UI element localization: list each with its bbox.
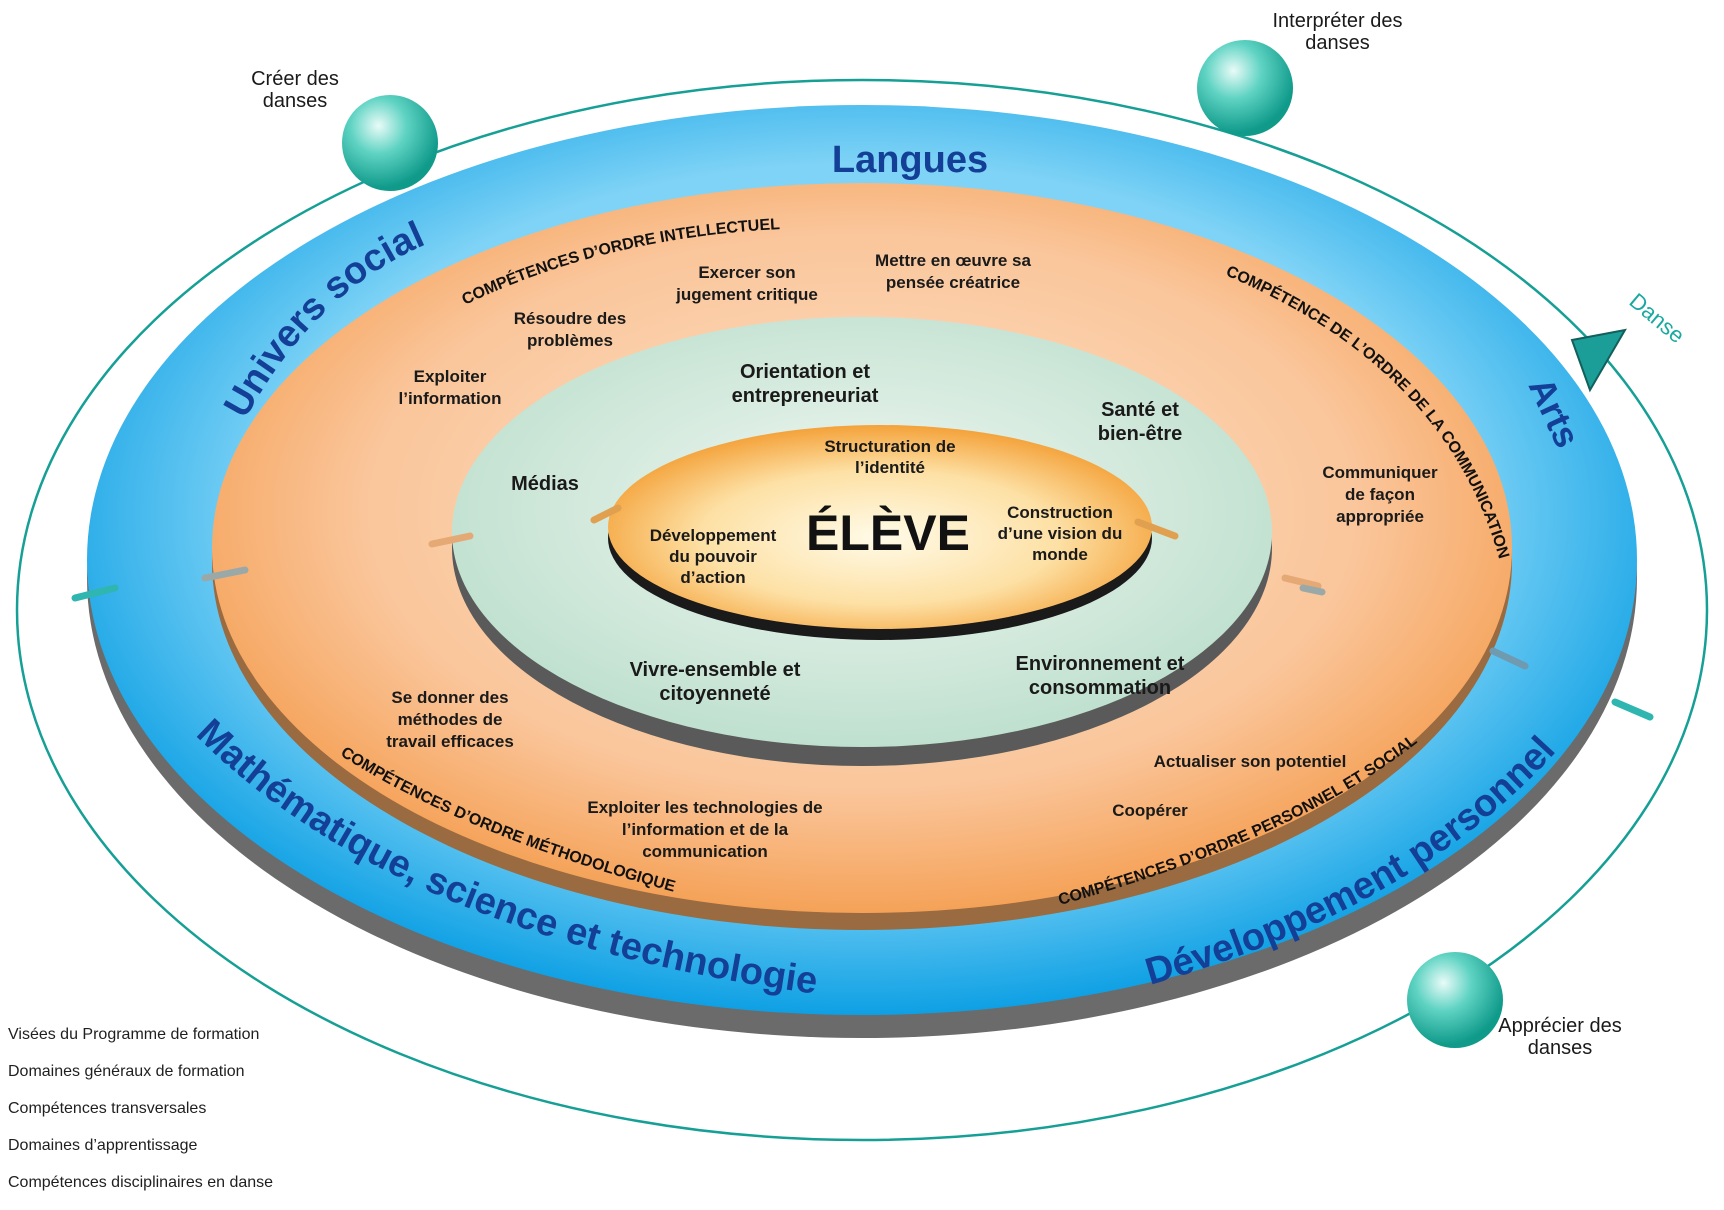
- flow-arrows: [71, 504, 1654, 721]
- dgf-orientation: Orientation et entrepreneuriat: [731, 361, 879, 407]
- arrow-green-left: [428, 532, 474, 548]
- arrow-center-left: [590, 504, 622, 524]
- legend-item: Domaines d’apprentissage: [8, 1137, 198, 1154]
- ct-methodes: Se donner des méthodes de travail effica…: [386, 688, 514, 751]
- danse-marker-icon: [1570, 328, 1627, 393]
- dgf-environnement: Environnement et consommation: [1015, 653, 1185, 699]
- legend-item: Visées du Programme de formation: [8, 1026, 260, 1043]
- sphere-apprecier: [1407, 952, 1503, 1048]
- ct-exploiter-info: Exploiter l’information: [398, 367, 502, 408]
- dgf-vivre-ensemble: Vivre-ensemble et citoyenneté: [629, 659, 801, 705]
- danse-apprecier: Apprécier des danses: [1498, 1015, 1622, 1059]
- legend-item: Compétences disciplinaires en danse: [8, 1174, 274, 1191]
- visee-structuration: Structuration de l’identité: [824, 437, 956, 477]
- center-label: ÉLÈVE: [806, 505, 970, 561]
- arrow-green-right: [1281, 574, 1322, 590]
- ct-pensee: Mettre en œuvre sa pensée créatrice: [875, 251, 1031, 292]
- arrow-blue-left: [71, 584, 119, 602]
- sphere-interpreter: [1197, 40, 1293, 136]
- orbit-ring: [15, 78, 1709, 1142]
- domain-langues: Langues: [832, 139, 988, 181]
- dgf-medias: Médias: [511, 473, 579, 495]
- dgf-sante: Santé et bien-être: [1097, 399, 1183, 445]
- visee-construction: Construction d’une vision du monde: [997, 503, 1123, 564]
- visee-developpement: Développement du pouvoir d’action: [649, 526, 777, 587]
- legend: Visées du Programme de formation Domaine…: [8, 1025, 408, 1210]
- ct-jugement: Exercer son jugement critique: [676, 263, 818, 304]
- arrow-blue-right: [1489, 647, 1529, 670]
- center-ellipse: [608, 425, 1152, 629]
- danse-marker-label: Danse: [1625, 288, 1690, 348]
- ct-tic: Exploiter les technologies de l’informat…: [587, 798, 823, 861]
- legend-item: Compétences transversales: [8, 1100, 207, 1117]
- arrow-orange-left: [201, 566, 249, 582]
- arrow-orange-right: [1299, 584, 1326, 596]
- arrow-center-right: [1134, 518, 1179, 540]
- ct-potentiel: Actualiser son potentiel: [1153, 752, 1347, 771]
- ct-resoudre: Résoudre des problèmes: [513, 309, 627, 350]
- sphere-creer: [342, 95, 438, 191]
- arrow-blue-right-2: [1611, 698, 1654, 721]
- danse-creer: Créer des danses: [251, 68, 339, 112]
- legend-item: Domaines généraux de formation: [8, 1063, 245, 1080]
- ct-communiquer: Communiquer de façon appropriée: [1322, 463, 1438, 526]
- ct-cooperer: Coopérer: [1112, 801, 1188, 820]
- danse-interpreter: Interpréter des danses: [1272, 10, 1403, 54]
